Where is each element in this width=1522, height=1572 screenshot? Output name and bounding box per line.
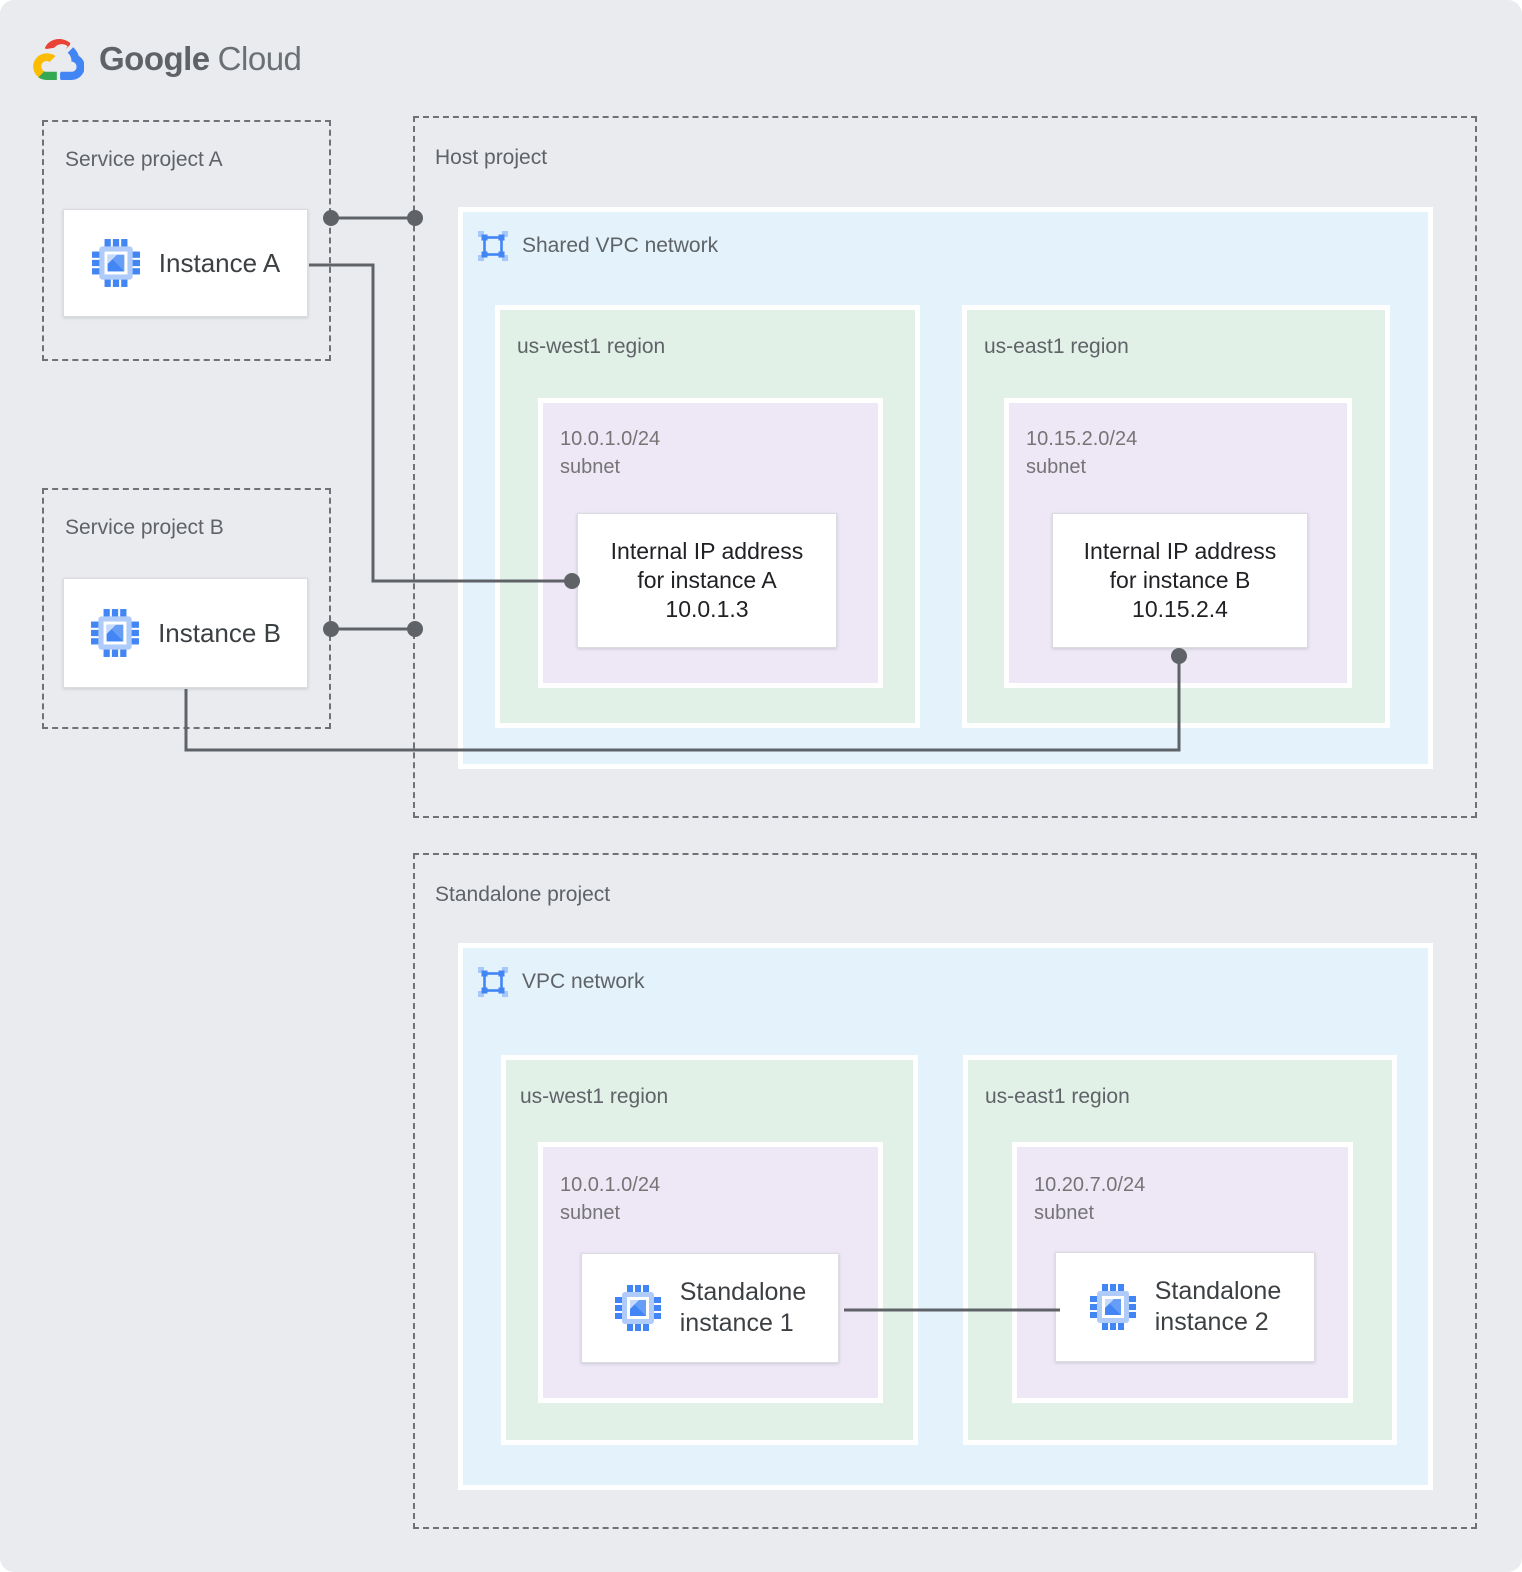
subnet-cidr: 10.0.1.0/24	[560, 428, 661, 450]
subnet-cidr: 10.20.7.0/24	[1034, 1174, 1146, 1196]
host-project-box: Host project Shared VPC network us-west1…	[413, 116, 1477, 818]
subnet-cidr: 10.0.1.0/24	[560, 1174, 661, 1196]
standalone-project-label: Standalone project	[435, 883, 611, 906]
service-project-b-box: Service project B Instance B	[42, 488, 331, 729]
standalone-instance-2-label: Standalone instance 2	[1154, 1276, 1282, 1336]
standalone-region-us-east1-box: us-east1 region 10.20.7.0/24 subnet Stan…	[963, 1055, 1397, 1445]
host-subnet-us-east1-box: 10.15.2.0/24 subnet Internal IP address …	[1004, 398, 1352, 688]
connector-project-a-to-host	[323, 210, 423, 226]
ip-card-line: Internal IP address	[1083, 538, 1277, 565]
host-subnet-us-east1-label: 10.15.2.0/24 subnet	[1026, 425, 1137, 481]
host-subnet-us-west1-label: 10.0.1.0/24 subnet	[560, 425, 660, 481]
ip-card-line: Internal IP address	[610, 538, 804, 565]
compute-engine-icon	[614, 1285, 661, 1331]
shared-vpc-network-label: Shared VPC network	[522, 234, 719, 257]
host-region-us-west1-label: us-west1 region	[517, 335, 666, 358]
vpc-network-icon	[477, 966, 509, 998]
vpc-network-label: VPC network	[522, 970, 645, 993]
host-region-us-east1-label: us-east1 region	[984, 335, 1129, 358]
shared-vpc-network-box: Shared VPC network us-west1 region 10.0.…	[458, 207, 1433, 769]
ip-card-line: 10.15.2.4	[1132, 595, 1228, 622]
subnet-cidr: 10.15.2.0/24	[1026, 428, 1138, 450]
standalone-project-box: Standalone project VPC network us-west1 …	[413, 853, 1477, 1529]
internal-ip-instance-b-card: Internal IP address for instance B 10.15…	[1052, 513, 1308, 648]
host-subnet-us-west1-box: 10.0.1.0/24 subnet Internal IP address f…	[538, 398, 883, 688]
standalone-instance-1-card: Standalone instance 1	[581, 1253, 839, 1363]
host-region-us-west1-box: us-west1 region 10.0.1.0/24 subnet Inter…	[495, 305, 920, 728]
compute-engine-icon	[91, 609, 140, 657]
standalone-instance-2-card: Standalone instance 2	[1055, 1252, 1315, 1362]
instance-b-label: Instance B	[158, 617, 281, 648]
connector-project-b-to-host	[323, 621, 423, 637]
service-project-a-label: Service project A	[65, 148, 223, 171]
standalone-region-us-west1-label: us-west1 region	[520, 1085, 669, 1108]
ip-card-line: 10.0.1.3	[665, 595, 749, 622]
logo-google-text: Google	[99, 40, 210, 77]
service-project-b-label: Service project B	[65, 516, 224, 539]
compute-engine-icon	[1089, 1284, 1136, 1330]
standalone-instance-1-label: Standalone instance 1	[679, 1277, 807, 1337]
ip-card-line: for instance B	[1109, 567, 1251, 594]
ip-card-line: for instance A	[637, 567, 777, 594]
internal-ip-instance-a-card: Internal IP address for instance A 10.0.…	[577, 513, 837, 648]
google-cloud-icon	[33, 38, 84, 80]
vpc-network-icon	[477, 230, 509, 262]
standalone-subnet-us-west1-box: 10.0.1.0/24 subnet Standalone instance 1	[538, 1142, 883, 1403]
standalone-region-us-west1-box: us-west1 region 10.0.1.0/24 subnet Stand…	[501, 1055, 918, 1445]
service-project-a-box: Service project A Instance A	[42, 120, 331, 361]
instance-b-card: Instance B	[63, 578, 308, 688]
standalone-subnet-us-east1-box: 10.20.7.0/24 subnet Standalone instance …	[1012, 1142, 1353, 1403]
subnet-word: subnet	[560, 1202, 621, 1224]
subnet-word: subnet	[1034, 1202, 1095, 1224]
instance-a-label: Instance A	[158, 247, 281, 278]
host-project-label: Host project	[435, 146, 548, 169]
compute-engine-icon	[91, 239, 140, 287]
standalone-subnet-us-east1-label: 10.20.7.0/24 subnet	[1034, 1171, 1145, 1227]
host-region-us-east1-box: us-east1 region 10.15.2.0/24 subnet Inte…	[962, 305, 1390, 728]
instance-a-card: Instance A	[63, 209, 308, 317]
standalone-region-us-east1-label: us-east1 region	[985, 1085, 1130, 1108]
subnet-word: subnet	[1026, 456, 1087, 478]
standalone-subnet-us-west1-label: 10.0.1.0/24 subnet	[560, 1171, 660, 1227]
subnet-word: subnet	[560, 456, 621, 478]
logo-cloud-text: Cloud	[217, 40, 302, 77]
vpc-network-box: VPC network us-west1 region 10.0.1.0/24 …	[458, 943, 1433, 1490]
